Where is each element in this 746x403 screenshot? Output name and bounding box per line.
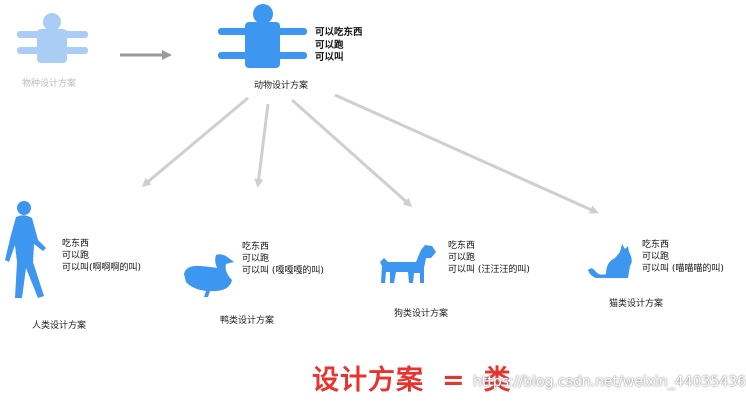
ability-eat: 吃东西 — [242, 242, 270, 252]
ability-call: 可以叫(啊啊啊的叫) — [62, 263, 142, 273]
formula-title: 设计方案 = 类 — [312, 358, 512, 397]
dog-label: 狗类设计方案 — [394, 309, 449, 319]
ability-eat: 吃东西 — [448, 241, 476, 251]
animal-label: 动物设计方案 — [254, 81, 309, 91]
watermark: https://blog.csdn.net/weixin_44035436 — [473, 374, 746, 390]
dog-abilities: 吃东西 可以跑 可以叫 (汪汪汪的叫) — [448, 240, 530, 276]
animal-to-duck-arrow — [254, 103, 270, 188]
ability-eat: 吃东西 — [642, 240, 670, 250]
ability-call: 可以叫 (汪汪汪的叫) — [448, 265, 530, 275]
ability-eat: 可以吃东西 — [315, 27, 363, 38]
ability-run: 可以跑 — [242, 254, 270, 264]
formula-right: 类 — [483, 365, 512, 396]
ability-run: 可以跑 — [642, 252, 670, 262]
formula-equals: = — [442, 365, 466, 396]
animal-abilities: 可以吃东西 可以跑 可以叫 — [315, 27, 363, 65]
human-abilities: 吃东西 可以跑 可以叫(啊啊啊的叫) — [62, 238, 141, 274]
duck-label: 鸭类设计方案 — [220, 316, 275, 326]
animal-icon — [218, 4, 307, 68]
ability-run: 可以跑 — [448, 253, 476, 263]
ability-call: 可以叫 — [315, 52, 344, 63]
duck-abilities: 吃东西 可以跑 可以叫 (嘎嘎嘎的叫) — [242, 241, 324, 277]
ability-run: 可以跑 — [62, 251, 90, 261]
animal-to-cat-arrow — [334, 93, 599, 214]
cat-abilities: 吃东西 可以跑 可以叫 (喵喵喵的叫) — [642, 239, 724, 275]
formula-left: 设计方案 — [312, 365, 424, 396]
ability-call: 可以叫 (喵喵喵的叫) — [642, 264, 724, 274]
species-label: 物种设计方案 — [22, 79, 77, 89]
human-label: 人类设计方案 — [32, 321, 87, 331]
species-icon — [17, 13, 88, 63]
ability-eat: 吃东西 — [62, 239, 90, 249]
cat-label: 猫类设计方案 — [609, 299, 664, 309]
duck-icon — [184, 254, 234, 297]
animal-to-dog-arrow — [291, 98, 413, 207]
dog-icon — [380, 245, 436, 283]
cat-icon — [588, 244, 632, 278]
animal-to-human-arrow — [141, 96, 249, 187]
human-icon — [5, 201, 46, 298]
ability-run: 可以跑 — [315, 39, 344, 51]
ability-call: 可以叫 (嘎嘎嘎的叫) — [242, 266, 324, 276]
